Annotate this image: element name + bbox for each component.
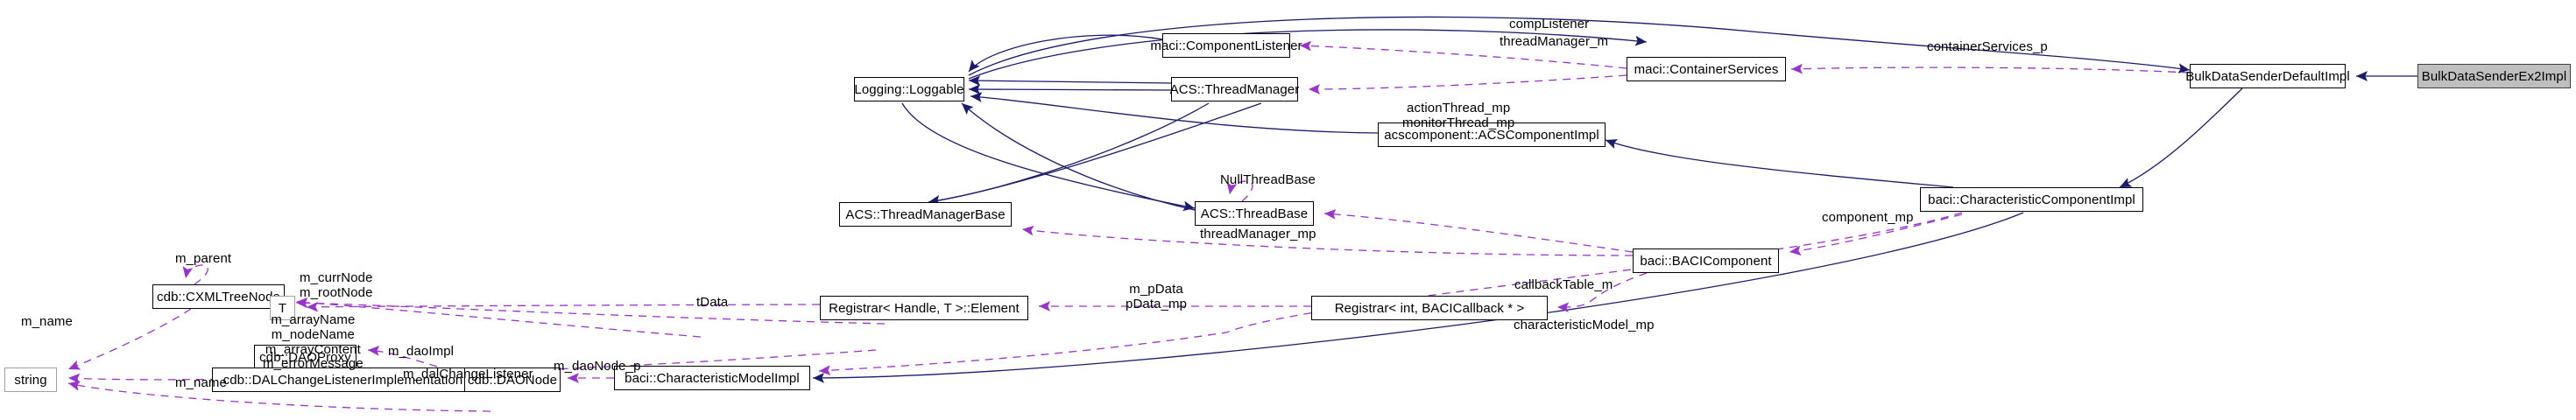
class-node-registrar_int[interactable]: Registrar< int, BACICallback * > [1311, 296, 1548, 320]
class-node-bulksenderdefault[interactable]: BulkDataSenderDefaultImpl [2185, 64, 2350, 88]
edge-label-tdata: tData [696, 295, 729, 310]
edge-label-m_name_top: m_name [21, 314, 73, 329]
edge-label-containerservices_p: containerServices_p [1927, 39, 2048, 54]
class-node-cxmltreenode[interactable]: cdb::CXMLTreeNode [152, 284, 285, 309]
edge-label-nullthreadbase: NullThreadBase [1220, 172, 1316, 187]
class-node-threadmanagerbase[interactable]: ACS::ThreadManagerBase [839, 202, 1012, 227]
edge-label-threadmanager_mp: threadManager_mp [1200, 227, 1316, 242]
class-node-daoproxy[interactable]: cdb::DAOProxy [254, 345, 356, 369]
class-node-bulksenderex2[interactable]: BulkDataSenderEx2Impl [2417, 64, 2571, 88]
class-node-threadmanager[interactable]: ACS::ThreadManager [1170, 77, 1299, 102]
edge-label-m_dalchangelistener: m_dalChangeListener [403, 367, 533, 382]
class-node-registrar_handle[interactable]: Registrar< Handle, T >::Element [820, 296, 1028, 320]
edge-label-m_currnode: m_currNode m_rootNode [300, 270, 373, 300]
edge-label-m_name_bottom: m_name [175, 375, 227, 390]
edge-label-m_daonode_p: m_daoNode_p [554, 359, 641, 374]
class-node-t[interactable]: T [270, 296, 295, 320]
edge-label-threadmanager_m: threadManager_m [1500, 34, 1609, 49]
class-node-acscomponentimpl[interactable]: acscomponent::ACSComponentImpl [1378, 122, 1606, 147]
class-node-string[interactable]: string [4, 368, 57, 392]
edge-label-complistener: compListener [1509, 17, 1590, 32]
class-node-threadbase[interactable]: ACS::ThreadBase [1195, 201, 1314, 226]
edge-label-characteristicmodel_mp: characteristicModel_mp [1514, 318, 1655, 332]
class-node-daonode[interactable]: cdb::DAONode [464, 368, 561, 392]
edge-label-m_parent: m_parent [175, 251, 232, 266]
edge-label-actionthread: actionThread_mp monitorThread_mp [1402, 101, 1515, 130]
class-node-charmodelimpl[interactable]: baci::CharacteristicModelImpl [614, 366, 810, 390]
edge-label-m_daoimpl: m_daoImpl [388, 344, 455, 359]
class-node-componentlistener[interactable]: maci::ComponentListener [1150, 33, 1302, 58]
edge-label-m_arrayname: m_arrayName m_nodeName m_arrayContent m_… [263, 312, 363, 372]
edge-label-component_mp: component_mp [1822, 210, 1914, 225]
edge-label-callbacktable_m: callbackTable_m [1514, 277, 1613, 292]
class-node-bacicomponent[interactable]: baci::BACIComponent [1633, 248, 1779, 273]
class-node-loggable[interactable]: Logging::Loggable [854, 77, 964, 102]
class-node-dalchangelistener[interactable]: cdb::DALChangeListenerImplementation [212, 368, 474, 392]
class-node-charcomponentimpl[interactable]: baci::CharacteristicComponentImpl [1920, 187, 2143, 212]
class-node-containerservices[interactable]: maci::ContainerServices [1627, 57, 1786, 81]
edge-label-m_pdata: m_pData pData_mp [1126, 282, 1188, 312]
